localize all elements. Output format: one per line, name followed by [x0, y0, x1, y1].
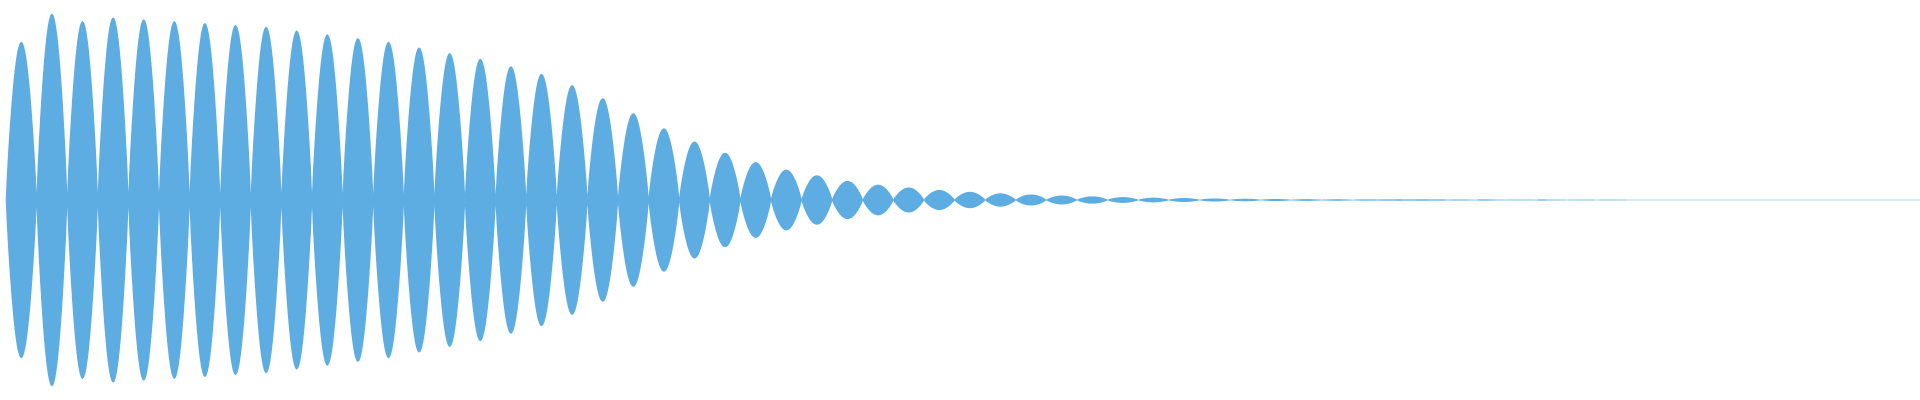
waveform-signal	[5, 13, 1920, 387]
